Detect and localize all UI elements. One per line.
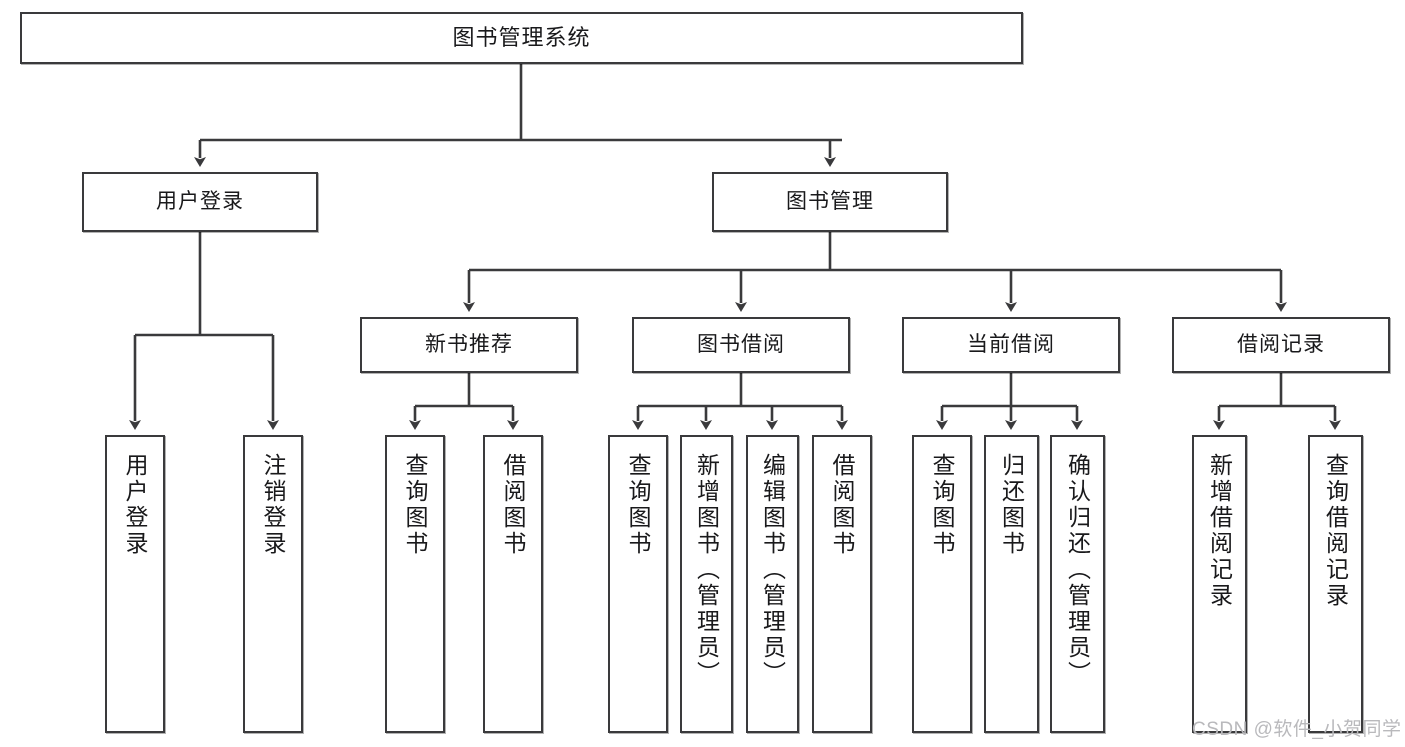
node-book-borrow[interactable]: 图书借阅 (632, 317, 850, 373)
node-user-login-label: 用户登录 (156, 189, 244, 213)
node-leaf-query-record-label: 查询借阅记录 (1322, 453, 1349, 609)
node-leaf-borrow-book-1[interactable]: 借阅图书 (483, 435, 543, 733)
node-leaf-borrow-book-2-label: 借阅图书 (829, 453, 856, 557)
node-leaf-return-book[interactable]: 归还图书 (984, 435, 1039, 733)
node-current-borrow[interactable]: 当前借阅 (902, 317, 1120, 373)
node-current-borrow-label: 当前借阅 (967, 332, 1055, 356)
node-leaf-query-book-3[interactable]: 查询图书 (912, 435, 972, 733)
node-leaf-query-book-2[interactable]: 查询图书 (608, 435, 668, 733)
node-new-book-recommend[interactable]: 新书推荐 (360, 317, 578, 373)
node-leaf-query-book-1[interactable]: 查询图书 (385, 435, 445, 733)
node-book-manage-label: 图书管理 (786, 189, 874, 213)
node-leaf-confirm-return-label: 确认归还（管理员） (1064, 453, 1091, 687)
node-leaf-add-book-label: 新增图书（管理员） (693, 453, 720, 687)
node-leaf-borrow-book-1-label: 借阅图书 (500, 453, 527, 557)
node-leaf-return-book-label: 归还图书 (998, 453, 1025, 557)
node-leaf-borrow-book-2[interactable]: 借阅图书 (812, 435, 872, 733)
node-leaf-user-login[interactable]: 用户登录 (105, 435, 165, 733)
node-leaf-edit-book-label: 编辑图书（管理员） (759, 453, 786, 687)
node-book-manage[interactable]: 图书管理 (712, 172, 948, 232)
node-leaf-logout-label: 注销登录 (260, 453, 287, 557)
node-leaf-query-record[interactable]: 查询借阅记录 (1308, 435, 1363, 733)
csdn-watermark: CSDN @软件_小贺同学 (1192, 719, 1402, 740)
node-leaf-add-book[interactable]: 新增图书（管理员） (680, 435, 733, 733)
node-leaf-query-book-2-label: 查询图书 (625, 453, 652, 557)
node-leaf-add-record[interactable]: 新增借阅记录 (1192, 435, 1247, 733)
node-book-borrow-label: 图书借阅 (697, 332, 785, 356)
node-borrow-record-label: 借阅记录 (1237, 332, 1325, 356)
node-leaf-edit-book[interactable]: 编辑图书（管理员） (746, 435, 799, 733)
node-leaf-user-login-label: 用户登录 (122, 453, 149, 557)
node-leaf-query-book-3-label: 查询图书 (929, 453, 956, 557)
node-new-book-recommend-label: 新书推荐 (425, 332, 513, 356)
node-user-login[interactable]: 用户登录 (82, 172, 318, 232)
node-root-label: 图书管理系统 (452, 25, 591, 51)
node-leaf-query-book-1-label: 查询图书 (402, 453, 429, 557)
node-leaf-add-record-label: 新增借阅记录 (1206, 453, 1233, 609)
node-borrow-record[interactable]: 借阅记录 (1172, 317, 1390, 373)
node-leaf-confirm-return[interactable]: 确认归还（管理员） (1050, 435, 1105, 733)
node-leaf-logout[interactable]: 注销登录 (243, 435, 303, 733)
node-root[interactable]: 图书管理系统 (20, 12, 1023, 64)
